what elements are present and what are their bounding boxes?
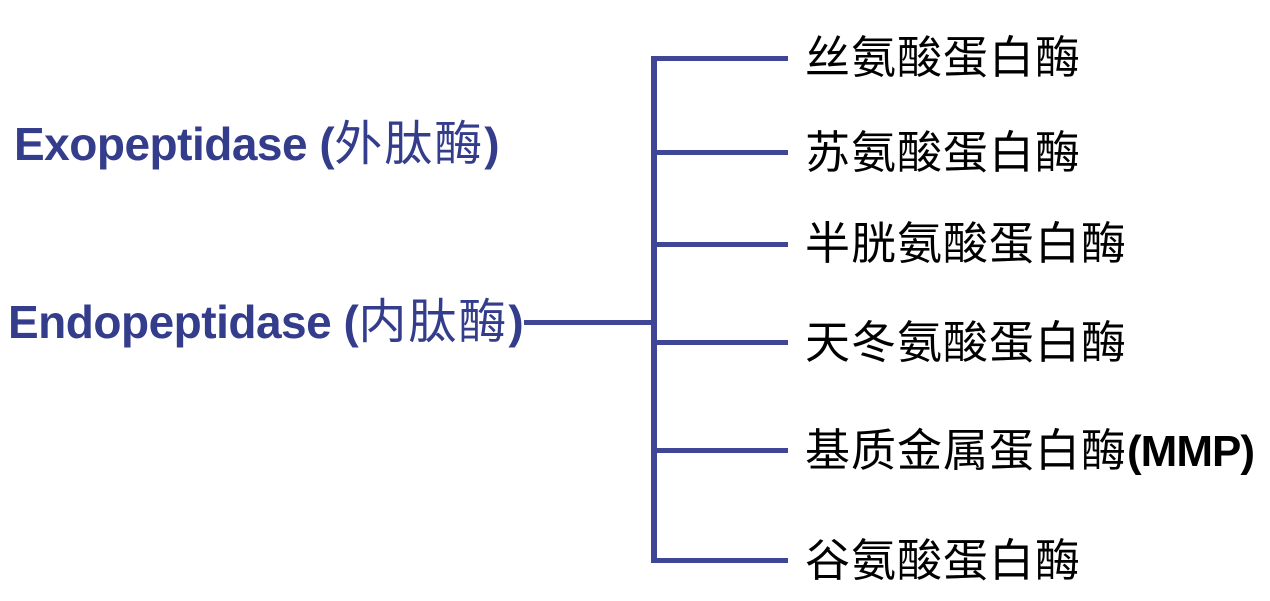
item-aspartic-protease: 天冬氨酸蛋白酶 xyxy=(805,320,1127,367)
item-cysteine-protease: 半胱氨酸蛋白酶 xyxy=(805,221,1127,268)
endopeptidase-label-cjk: 内肽酶 xyxy=(358,294,509,350)
item-aspartic-protease-label: 天冬氨酸蛋白酶 xyxy=(805,316,1128,369)
exopeptidase-label-cjk: 外肽酶 xyxy=(334,116,485,172)
branch-line-glutamic xyxy=(654,558,788,563)
branch-line-mmp xyxy=(654,448,788,453)
exopeptidase-label-latin: Exopeptidase ( xyxy=(14,118,335,170)
exopeptidase-label-paren: ) xyxy=(484,118,500,170)
item-matrix-metalloproteinase-label: 基质金属蛋白酶 xyxy=(805,424,1128,477)
endopeptidase-label-latin: Endopeptidase ( xyxy=(8,296,359,348)
item-matrix-metalloproteinase-suffix: (MMP) xyxy=(1127,427,1255,476)
branch-line-threonine xyxy=(654,150,788,155)
item-serine-protease-label: 丝氨酸蛋白酶 xyxy=(805,31,1082,84)
exopeptidase-label: Exopeptidase (外肽酶) xyxy=(14,116,500,172)
item-cysteine-protease-label: 半胱氨酸蛋白酶 xyxy=(805,217,1128,270)
item-glutamic-protease-label: 谷氨酸蛋白酶 xyxy=(805,534,1082,587)
branch-line-aspartic xyxy=(654,340,788,345)
item-threonine-protease: 苏氨酸蛋白酶 xyxy=(805,130,1081,177)
item-matrix-metalloproteinase: 基质金属蛋白酶(MMP) xyxy=(805,427,1255,476)
endopeptidase-label-paren: ) xyxy=(508,296,524,348)
tree-vertical-line xyxy=(651,56,657,563)
endopeptidase-connector-line xyxy=(524,320,655,325)
branch-line-serine xyxy=(654,56,788,61)
item-serine-protease: 丝氨酸蛋白酶 xyxy=(805,35,1081,82)
item-threonine-protease-label: 苏氨酸蛋白酶 xyxy=(805,126,1082,179)
endopeptidase-label: Endopeptidase (内肽酶) xyxy=(8,294,524,350)
item-glutamic-protease: 谷氨酸蛋白酶 xyxy=(805,538,1081,585)
branch-line-cysteine xyxy=(654,242,788,247)
